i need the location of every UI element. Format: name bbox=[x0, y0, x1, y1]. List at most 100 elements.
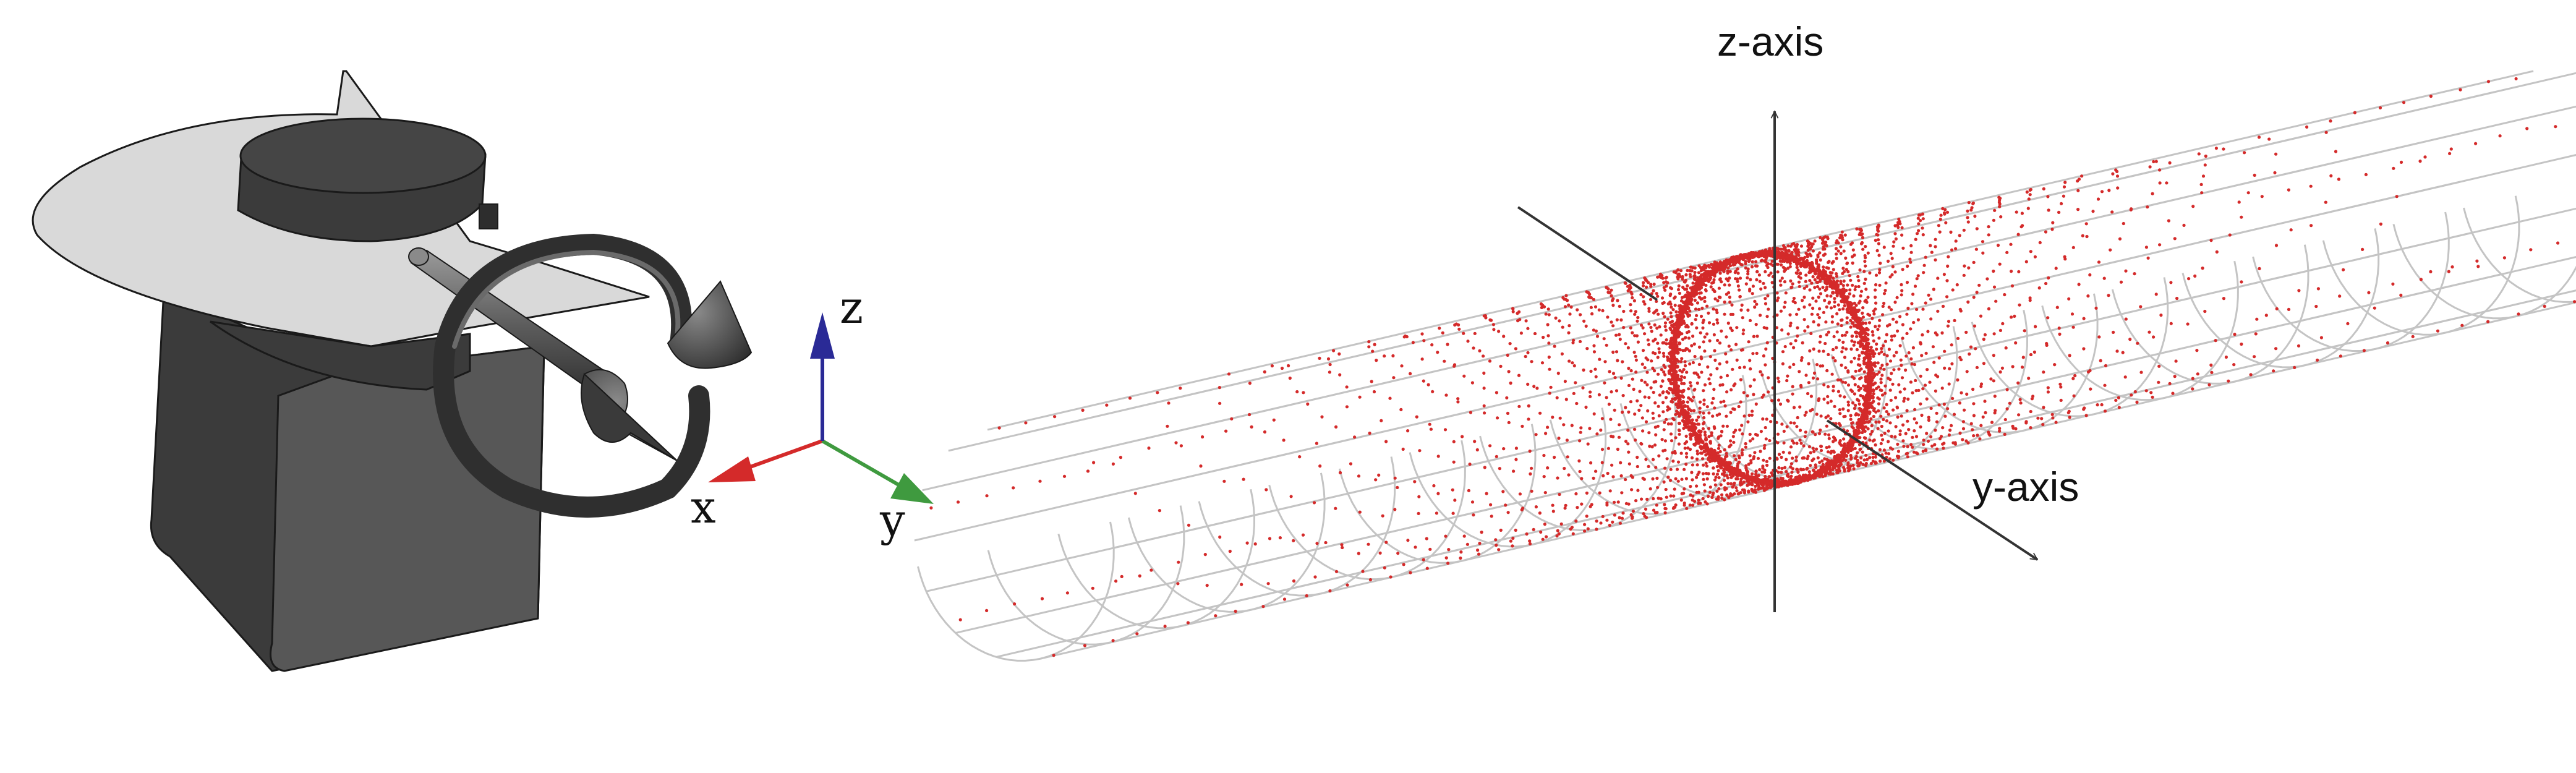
sample-point bbox=[1979, 424, 1983, 427]
sample-point bbox=[1428, 547, 1432, 551]
sample-point bbox=[1795, 271, 1799, 275]
sample-point bbox=[1924, 301, 1927, 305]
sample-point bbox=[2367, 291, 2371, 294]
sample-point bbox=[1864, 264, 1867, 268]
sample-point bbox=[1784, 291, 1788, 295]
sample-point bbox=[1786, 399, 1790, 403]
sample-point bbox=[1722, 479, 1726, 482]
sample-point bbox=[1846, 450, 1850, 455]
sample-point bbox=[1759, 370, 1762, 374]
sample-point bbox=[1245, 541, 1249, 545]
sample-point bbox=[1662, 354, 1666, 358]
sample-point bbox=[1725, 390, 1729, 394]
sample-point bbox=[1798, 405, 1802, 409]
cylinder-ring bbox=[2111, 244, 2309, 385]
sample-point bbox=[1472, 513, 1475, 517]
sample-point bbox=[1547, 313, 1551, 317]
sample-point bbox=[1900, 226, 1904, 229]
sample-point bbox=[1950, 362, 1954, 365]
sample-point bbox=[1798, 429, 1802, 432]
sample-point bbox=[1691, 478, 1694, 482]
sample-point bbox=[1457, 327, 1461, 331]
sample-point bbox=[2154, 160, 2158, 163]
sample-point bbox=[1866, 341, 1870, 346]
sample-point bbox=[1791, 299, 1795, 303]
sample-point bbox=[2305, 125, 2309, 129]
sample-point bbox=[1885, 362, 1889, 366]
sample-point bbox=[1578, 439, 1582, 443]
sample-point bbox=[1367, 542, 1370, 546]
sample-point bbox=[1919, 342, 1922, 346]
sample-point bbox=[1938, 437, 1942, 441]
sample-point bbox=[1884, 281, 1888, 285]
sample-point bbox=[1038, 479, 1042, 483]
sample-point bbox=[1617, 435, 1621, 439]
sample-point bbox=[1682, 395, 1686, 399]
sample-point bbox=[1618, 516, 1621, 519]
sample-point bbox=[1823, 299, 1827, 302]
sample-point bbox=[1662, 370, 1666, 374]
sample-point bbox=[1823, 432, 1827, 436]
sample-point bbox=[1893, 334, 1896, 338]
sample-point bbox=[1611, 324, 1615, 328]
sample-point bbox=[1880, 364, 1884, 367]
sample-point bbox=[2010, 315, 2013, 319]
sample-point bbox=[1909, 380, 1913, 384]
sample-point bbox=[1830, 315, 1834, 318]
sample-point bbox=[1013, 602, 1017, 606]
sample-point bbox=[1929, 406, 1933, 411]
sample-point bbox=[1889, 252, 1893, 255]
sample-point bbox=[1869, 377, 1874, 381]
sample-point bbox=[1240, 583, 1243, 586]
sample-point bbox=[1743, 489, 1747, 493]
sample-point bbox=[1791, 467, 1794, 471]
sample-point bbox=[1818, 287, 1822, 291]
sample-point bbox=[2191, 387, 2194, 391]
sample-point bbox=[1753, 451, 1757, 455]
sample-point bbox=[1741, 448, 1744, 452]
sample-point bbox=[1733, 382, 1737, 386]
sample-point bbox=[1837, 338, 1841, 342]
sample-point bbox=[1689, 265, 1693, 269]
sample-point bbox=[1917, 229, 1921, 233]
sample-point bbox=[1904, 368, 1908, 372]
sample-point bbox=[1861, 315, 1865, 319]
sample-point bbox=[1749, 384, 1752, 388]
sample-point bbox=[1676, 268, 1680, 271]
sample-point bbox=[1874, 325, 1877, 328]
sample-point bbox=[1530, 360, 1533, 364]
sample-point bbox=[1729, 439, 1733, 443]
sample-point bbox=[1817, 398, 1820, 403]
sample-point bbox=[1638, 390, 1642, 393]
sample-point bbox=[1906, 455, 1909, 459]
sample-point bbox=[2136, 341, 2139, 345]
sample-point bbox=[1694, 293, 1698, 296]
sample-point bbox=[1631, 377, 1634, 381]
sample-point bbox=[1187, 523, 1191, 527]
sample-point bbox=[1798, 438, 1802, 442]
sample-point bbox=[1877, 397, 1881, 401]
sample-point bbox=[1827, 260, 1830, 264]
sample-point bbox=[1575, 401, 1579, 406]
sample-point bbox=[1176, 582, 1180, 586]
sample-point bbox=[1630, 488, 1634, 492]
sample-point bbox=[1576, 308, 1579, 312]
sample-point bbox=[1661, 390, 1665, 394]
sample-point bbox=[2028, 299, 2032, 302]
sample-point bbox=[1987, 307, 1990, 310]
sample-point bbox=[1491, 323, 1495, 327]
sample-point bbox=[2027, 197, 2031, 201]
sample-point bbox=[1861, 306, 1865, 310]
sample-point bbox=[1358, 395, 1362, 399]
sample-point bbox=[1823, 252, 1827, 256]
sample-point bbox=[1645, 370, 1649, 374]
sample-point bbox=[1592, 344, 1596, 348]
sample-point bbox=[1872, 312, 1876, 316]
sample-point bbox=[2215, 250, 2219, 254]
sample-point bbox=[1563, 506, 1567, 510]
sample-point bbox=[1613, 376, 1617, 380]
sample-point bbox=[1674, 271, 1678, 275]
sample-point bbox=[1374, 478, 1378, 482]
sample-point bbox=[1629, 326, 1632, 330]
z-axis-label: z bbox=[840, 281, 863, 333]
